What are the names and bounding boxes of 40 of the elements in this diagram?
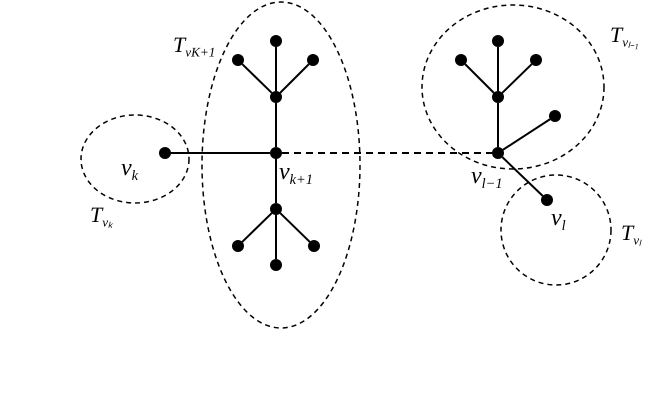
tree-edge	[242, 63, 272, 94]
vertex-dot	[232, 240, 244, 252]
tree-edge	[502, 118, 551, 151]
dashed-edge	[282, 152, 492, 154]
vertex-dot	[270, 147, 282, 159]
vertex-label: v$_{l−1}$	[471, 164, 503, 192]
vertex-dot	[270, 91, 282, 103]
vertex-dot	[455, 54, 467, 66]
vertex-dot	[270, 203, 282, 215]
vertex-label: v$_{l}$	[551, 206, 566, 234]
vertex-dot	[492, 35, 504, 47]
tree-edge	[497, 47, 499, 91]
vertex-dot	[270, 259, 282, 271]
tree-edge	[275, 215, 277, 259]
vertex-dot	[307, 54, 319, 66]
vertex-dot	[159, 147, 171, 159]
vertex-label: v$_{k+1}$	[279, 160, 313, 188]
vertex-dot	[308, 240, 320, 252]
tree-edge	[275, 47, 277, 91]
tree-edge	[280, 212, 310, 243]
tree-edge	[280, 64, 310, 94]
tree-edge	[502, 63, 532, 94]
tree-edge	[464, 64, 494, 94]
vertex-dot	[530, 54, 542, 66]
vertex-label: v$_{k}$	[121, 156, 138, 184]
tree-edge	[497, 103, 499, 147]
tree-edge	[242, 212, 272, 243]
subtree-label: T$_{vₗ₋₁}$	[610, 24, 639, 49]
vertex-dot	[492, 147, 504, 159]
tree-edge	[275, 103, 277, 147]
vertex-dot	[270, 35, 282, 47]
tree-edge	[502, 156, 544, 197]
vertex-dot	[541, 194, 553, 206]
subtree-label: T$_{vₖ}$	[90, 204, 114, 229]
vertex-dot	[492, 91, 504, 103]
subtree-label: T$_{vₗ}$	[621, 222, 642, 247]
tree-edge	[275, 159, 277, 203]
vertex-dot	[549, 110, 561, 122]
vertex-dot	[232, 54, 244, 66]
tree-edge	[171, 152, 270, 154]
